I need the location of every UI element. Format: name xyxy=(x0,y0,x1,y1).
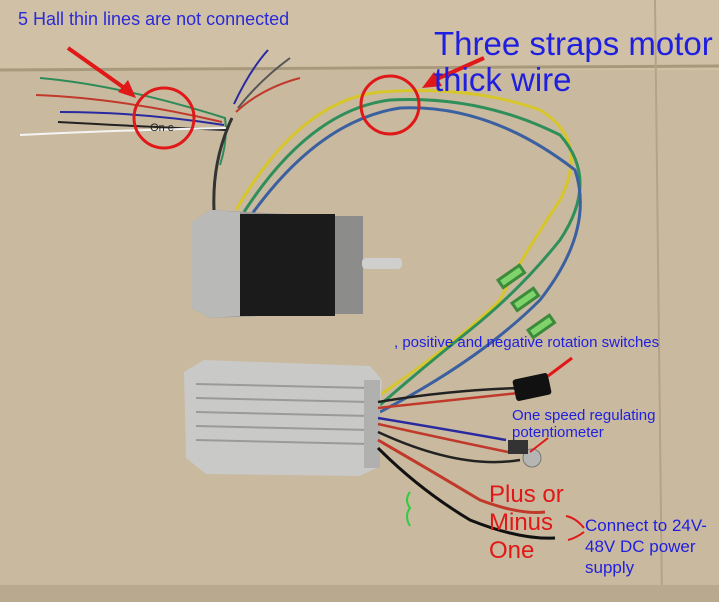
motor-shaft xyxy=(362,258,402,269)
power-supply-annotation: Connect to 24V-48V DC power supply xyxy=(585,516,707,577)
plus-minus-annotation: Plus or Minus One xyxy=(489,481,564,564)
green-brace xyxy=(406,491,412,527)
rotation-pointer xyxy=(547,356,573,378)
speed-pointer xyxy=(529,437,549,453)
three-straps-annotation: Three straps motor thick wire xyxy=(434,25,713,98)
controller-wires xyxy=(376,386,556,540)
wire-small-label: On e xyxy=(150,122,174,134)
hall-arrow xyxy=(66,46,136,98)
speed-potentiometer xyxy=(508,440,542,468)
wire-connector-2 xyxy=(509,286,541,313)
wire-connector-3 xyxy=(525,313,557,340)
motor-controller xyxy=(184,360,382,476)
cardboard-seam-vertical xyxy=(654,0,663,602)
cardboard-seam-horizontal xyxy=(0,64,719,72)
plus-minus-bracket xyxy=(565,515,585,541)
cardboard-upper-panel xyxy=(0,0,719,70)
wire-connector-1 xyxy=(495,263,527,290)
motor-thick-wires xyxy=(234,88,582,414)
speed-potentiometer-annotation: One speed regulating potentiometer xyxy=(512,407,656,441)
hall-wires-red-circle xyxy=(132,86,196,150)
thick-wires-red-circle xyxy=(359,74,421,136)
hall-lines-annotation: 5 Hall thin lines are not connected xyxy=(18,9,290,29)
thick-wires-arrow xyxy=(422,56,485,88)
motor xyxy=(192,210,402,318)
hall-thin-wires xyxy=(19,49,301,211)
rotation-switch xyxy=(512,373,552,401)
cardboard-shadow-bottom xyxy=(0,585,719,602)
rotation-switch-annotation: , positive and negative rotation switche… xyxy=(394,334,660,351)
